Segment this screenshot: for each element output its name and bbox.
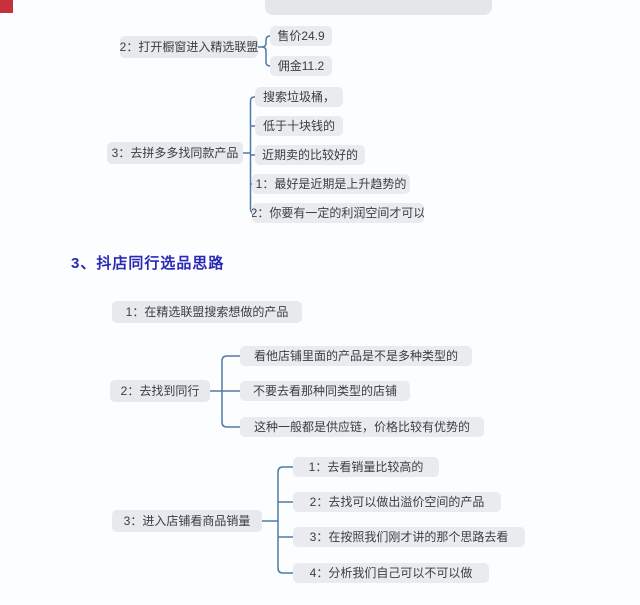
node-step1-search-alliance[interactable]: 1：在精选联盟搜索想做的产品: [112, 301, 302, 323]
connector-pinduoduo-branch: [242, 96, 256, 214]
node-high-sales[interactable]: 1：去看销量比较高的: [293, 457, 439, 477]
node-supply-chain-price[interactable]: 这种一般都是供应链，价格比较有优势的: [240, 417, 484, 437]
node-open-showcase[interactable]: 2：打开橱窗进入精选联盟: [120, 36, 258, 58]
connector-showcase-branch: [257, 35, 271, 67]
node-under-ten-yuan[interactable]: 低于十块钱的: [255, 116, 343, 136]
node-search-trashcan[interactable]: 搜索垃圾桶，: [255, 87, 343, 107]
node-analyze-feasibility[interactable]: 4：分析我们自己可以不可以做: [293, 563, 489, 583]
node-premium-products[interactable]: 2：去找可以做出溢价空间的产品: [293, 492, 501, 512]
node-check-product-variety[interactable]: 看他店铺里面的产品是不是多种类型的: [240, 346, 472, 366]
section-heading-douyin-peer-selection: 3、抖店同行选品思路: [71, 255, 225, 272]
node-sale-price[interactable]: 售价24.9: [270, 26, 332, 46]
node-follow-previous-method[interactable]: 3：在按照我们刚才讲的那个思路去看: [293, 527, 525, 547]
connector-step2-branch: [209, 355, 241, 428]
connector-step3-branch: [261, 466, 294, 574]
node-rising-trend[interactable]: 1：最好是近期是上升趋势的: [252, 174, 410, 194]
node-partial-top[interactable]: [265, 0, 492, 15]
node-profit-margin[interactable]: 2：你要有一定的利润空间才可以: [252, 203, 424, 223]
node-step3-check-sales[interactable]: 3：进入店铺看商品销量: [112, 510, 262, 532]
node-commission[interactable]: 佣金11.2: [270, 56, 332, 76]
node-recent-good-sales[interactable]: 近期卖的比较好的: [255, 145, 365, 165]
node-step2-find-peers[interactable]: 2：去找到同行: [110, 380, 210, 402]
node-pinduoduo-search[interactable]: 3：去拼多多找同款产品: [107, 142, 243, 164]
node-avoid-same-type-shop[interactable]: 不要去看那种同类型的店铺: [240, 381, 410, 401]
red-marker-square: [0, 0, 13, 13]
